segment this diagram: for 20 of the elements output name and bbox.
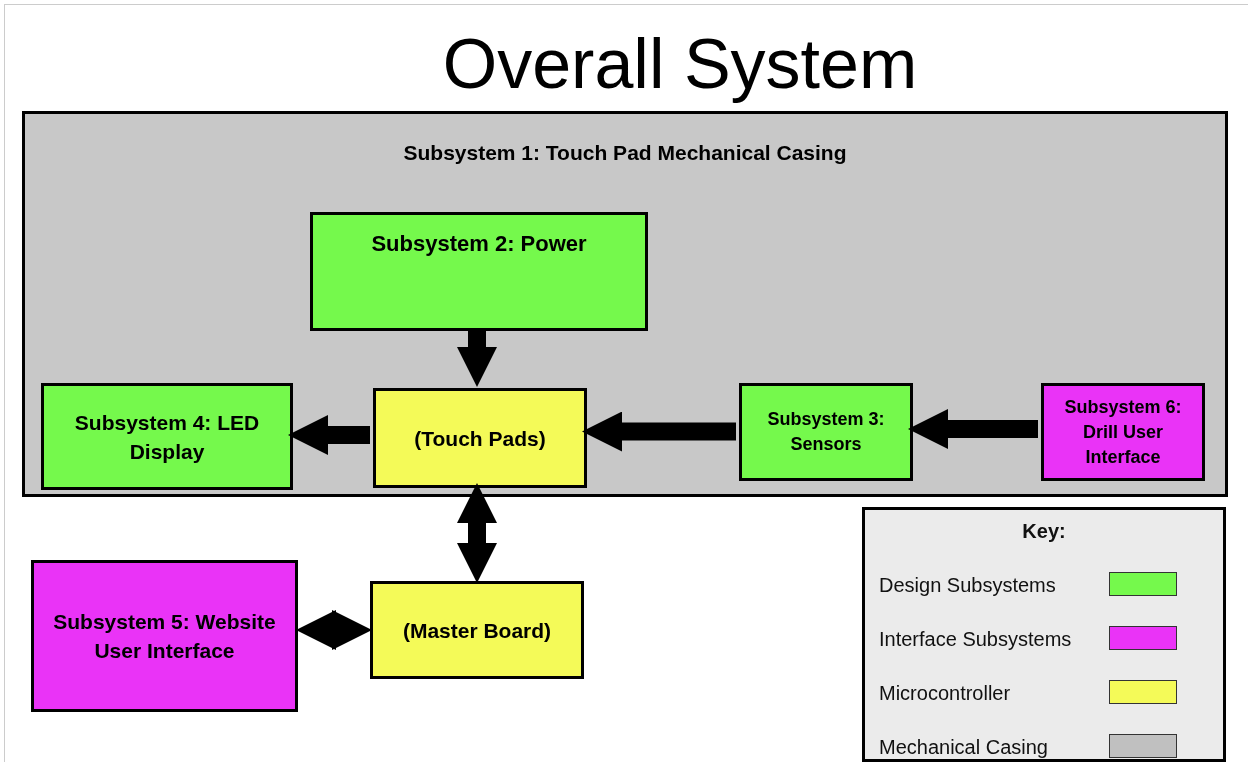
subsystem-box: Subsystem 4: LED Display (41, 383, 293, 490)
microcontroller-box: (Master Board) (370, 581, 584, 679)
microcontroller-box: (Touch Pads) (373, 388, 587, 488)
arrow (288, 415, 370, 455)
subsystem-box: Subsystem 3: Sensors (739, 383, 913, 481)
arrow (457, 483, 497, 583)
interface-box: Subsystem 6: Drill User Interface (1041, 383, 1205, 481)
legend-label: Mechanical Casing (879, 736, 1048, 759)
arrow (582, 411, 736, 452)
casing-panel: Subsystem 1: Touch Pad Mechanical Casing Subsystem 2: Power Subsystem 4: LED Display (Touch Pads) Subsystem 3: Sensors Subsystem 6: Drill User Interface (22, 111, 1228, 497)
legend-title: Key: (1021, 520, 1067, 543)
interface-box: Subsystem 5: Website User Interface (31, 560, 298, 712)
arrow (296, 610, 372, 650)
legend-label: Design Subsystems (879, 574, 1056, 597)
diagram-title: Overall System (441, 24, 919, 105)
legend-label: Microcontroller (879, 682, 1011, 705)
legend-label: Interface Subsystems (879, 628, 1072, 651)
arrow (457, 328, 497, 387)
subsystem-box: Subsystem 2: Power (310, 212, 648, 331)
arrow (908, 409, 1038, 449)
